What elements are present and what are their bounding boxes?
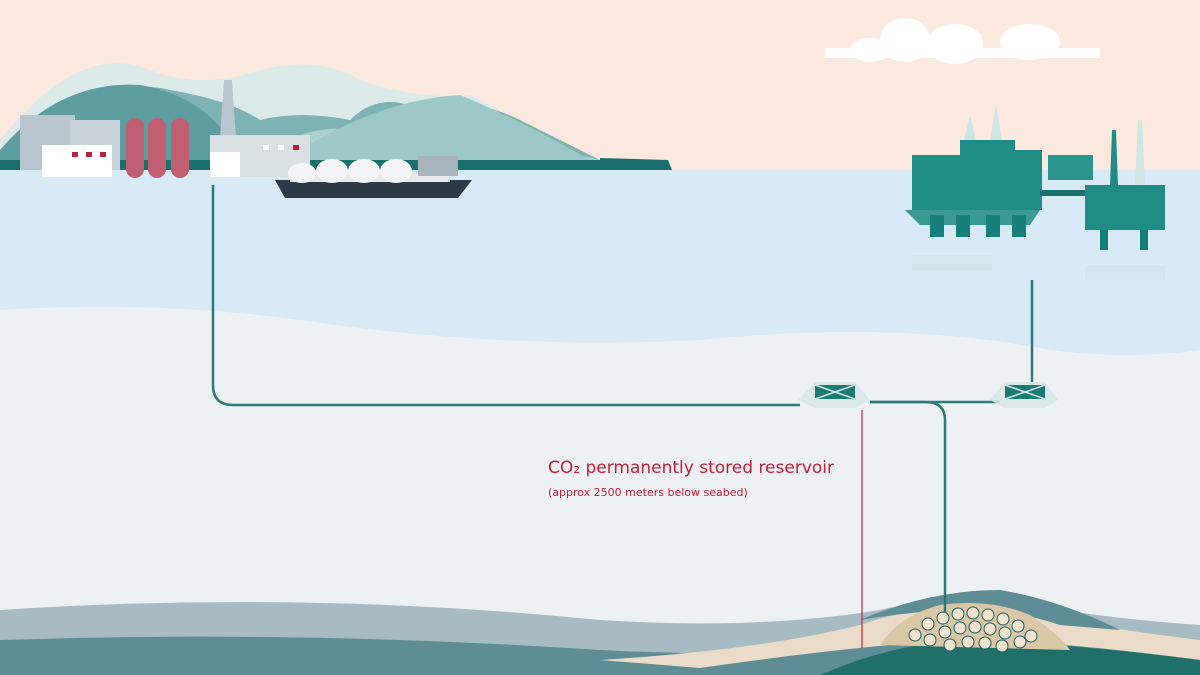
subsea-template-icon: [990, 382, 1058, 408]
reservoir-icon: [880, 602, 1070, 653]
reservoir-subtitle: (approx 2500 meters below seabed): [548, 486, 748, 499]
offshore-platform-icon: [905, 105, 1165, 280]
cloud-icon: [825, 18, 1100, 64]
reservoir-title: CO₂ permanently stored reservoir: [548, 458, 834, 478]
subsea-template-icon: [798, 382, 870, 408]
industrial-plant-icon: [20, 80, 310, 178]
pipeline: [211, 185, 1034, 612]
co2-ship-icon: [275, 156, 472, 198]
seabed: [0, 306, 1200, 675]
